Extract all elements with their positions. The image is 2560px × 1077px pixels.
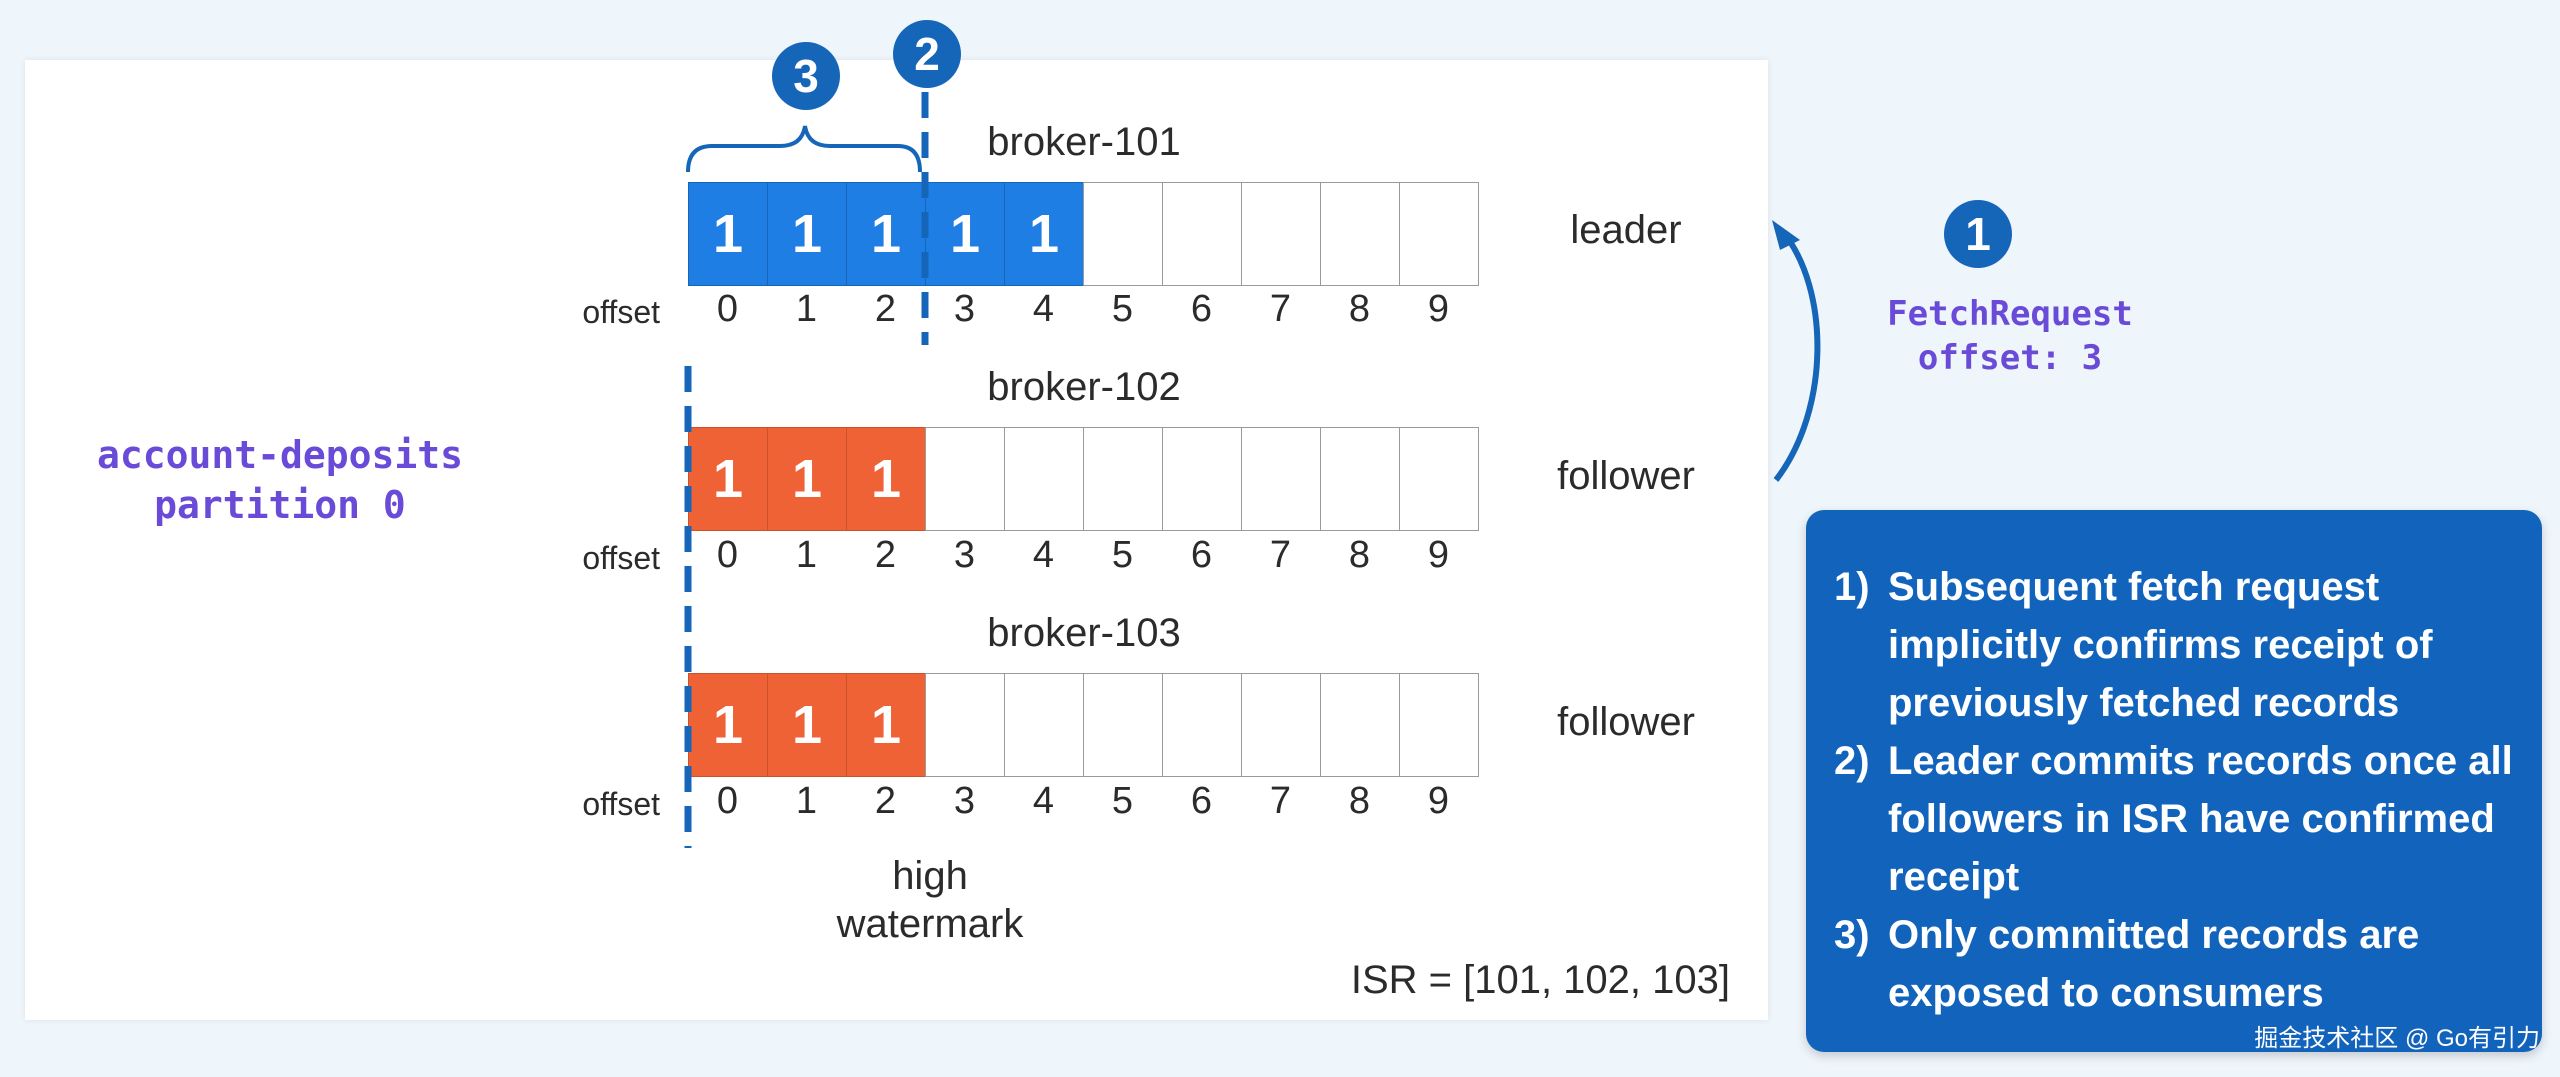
offset-value: 5 bbox=[1111, 288, 1134, 330]
offset-row-102: 0 1 2 3 4 5 6 7 8 9 bbox=[688, 534, 1478, 577]
note-number: 2) bbox=[1834, 739, 1870, 783]
offset-value: 3 bbox=[953, 288, 976, 330]
log-cell bbox=[1399, 182, 1479, 286]
offset-value: 0 bbox=[716, 780, 739, 822]
note-number: 3) bbox=[1834, 913, 1870, 957]
log-cell bbox=[1320, 673, 1400, 777]
log-cell: 1 bbox=[767, 673, 847, 777]
offset-value: 9 bbox=[1427, 288, 1450, 330]
offset-value: 1 bbox=[795, 534, 818, 576]
log-cell: 1 bbox=[688, 427, 768, 531]
arrow-head-icon bbox=[1772, 220, 1800, 250]
offset-value: 6 bbox=[1190, 780, 1213, 822]
offset-label-103: offset bbox=[582, 786, 660, 822]
offset-value: 3 bbox=[953, 780, 976, 822]
offset-value: 7 bbox=[1269, 534, 1292, 576]
step-badge-3: 3 bbox=[772, 42, 840, 110]
offset-label-102: offset bbox=[582, 540, 660, 576]
log-cell bbox=[1241, 427, 1321, 531]
offset-value: 2 bbox=[874, 780, 897, 822]
log-row-101: 1 1 1 1 1 bbox=[688, 182, 1479, 286]
step-badge-1: 1 bbox=[1944, 200, 2012, 268]
note-number: 1) bbox=[1834, 565, 1870, 609]
offset-value: 6 bbox=[1190, 534, 1213, 576]
log-cell bbox=[925, 427, 1005, 531]
high-watermark-label: high watermark bbox=[730, 852, 1130, 948]
fetched-records-brace bbox=[686, 125, 922, 173]
offset-value: 3 bbox=[953, 534, 976, 576]
topic-name: account-deposits bbox=[96, 433, 464, 477]
log-row-103: 1 1 1 bbox=[688, 673, 1479, 777]
note-text: Leader commits records once all follower… bbox=[1888, 739, 2513, 899]
log-cell bbox=[1399, 673, 1479, 777]
note-text: Subsequent fetch request implicitly conf… bbox=[1888, 565, 2433, 725]
log-cell bbox=[1083, 673, 1163, 777]
log-cell: 1 bbox=[688, 182, 768, 286]
offset-value: 9 bbox=[1427, 534, 1450, 576]
broker-name-101: broker-101 bbox=[987, 120, 1181, 164]
offset-value: 4 bbox=[1032, 780, 1055, 822]
offset-value: 1 bbox=[795, 288, 818, 330]
offset-value: 0 bbox=[716, 534, 739, 576]
offset-value: 5 bbox=[1111, 534, 1134, 576]
broker-name-102: broker-102 bbox=[987, 365, 1181, 409]
note-item: 2) Leader commits records once all follo… bbox=[1834, 732, 2516, 906]
topic-label: account-deposits partition 0 bbox=[60, 430, 500, 530]
log-cell bbox=[1320, 182, 1400, 286]
offset-value: 8 bbox=[1348, 534, 1371, 576]
note-text: Only committed records are exposed to co… bbox=[1888, 913, 2420, 1015]
log-cell bbox=[1241, 182, 1321, 286]
log-cell bbox=[1083, 427, 1163, 531]
offset-value: 4 bbox=[1032, 288, 1055, 330]
offset-label-101: offset bbox=[582, 294, 660, 330]
offset-value: 0 bbox=[716, 288, 739, 330]
fetch-request-title: FetchRequest bbox=[1887, 294, 2133, 334]
notes-panel: 1) Subsequent fetch request implicitly c… bbox=[1806, 510, 2542, 1052]
log-row-102: 1 1 1 bbox=[688, 427, 1479, 531]
log-cell bbox=[1162, 673, 1242, 777]
partition-name: partition 0 bbox=[154, 483, 406, 527]
offset-row-101: 0 1 2 3 4 5 6 7 8 9 bbox=[688, 288, 1478, 331]
source-watermark: 掘金技术社区 @ Go有引力 bbox=[2254, 1025, 2540, 1052]
log-cell: 1 bbox=[767, 427, 847, 531]
log-cell bbox=[1162, 182, 1242, 286]
offset-value: 4 bbox=[1032, 534, 1055, 576]
high-watermark-line2: watermark bbox=[836, 902, 1024, 946]
log-cell: 1 bbox=[846, 427, 926, 531]
broker-name-103: broker-103 bbox=[987, 611, 1181, 655]
offset-value: 2 bbox=[874, 534, 897, 576]
offset-value: 2 bbox=[874, 288, 897, 330]
offset-row-103: 0 1 2 3 4 5 6 7 8 9 bbox=[688, 780, 1478, 823]
offset-value: 8 bbox=[1348, 288, 1371, 330]
offset-value: 7 bbox=[1269, 780, 1292, 822]
log-cell bbox=[1004, 673, 1084, 777]
log-cell bbox=[1320, 427, 1400, 531]
fetch-request-arrow bbox=[1773, 230, 1821, 482]
log-cell bbox=[1004, 427, 1084, 531]
offset-value: 9 bbox=[1427, 780, 1450, 822]
broker-role-102: follower bbox=[1557, 454, 1695, 498]
offset-value: 6 bbox=[1190, 288, 1213, 330]
high-watermark-line1: high bbox=[892, 854, 968, 898]
note-item: 3) Only committed records are exposed to… bbox=[1834, 906, 2516, 1022]
log-cell bbox=[1399, 427, 1479, 531]
offset-value: 8 bbox=[1348, 780, 1371, 822]
log-cell: 1 bbox=[846, 673, 926, 777]
broker-role-101: leader bbox=[1570, 208, 1682, 252]
isr-label: ISR = [101, 102, 103] bbox=[1350, 958, 1730, 1002]
offset-value: 7 bbox=[1269, 288, 1292, 330]
log-cell: 1 bbox=[925, 182, 1005, 286]
offset-value: 5 bbox=[1111, 780, 1134, 822]
step-badge-2: 2 bbox=[893, 20, 961, 88]
broker-role-103: follower bbox=[1557, 700, 1695, 744]
fetch-request-offset: offset: 3 bbox=[1917, 338, 2103, 378]
offset-value: 1 bbox=[795, 780, 818, 822]
note-item: 1) Subsequent fetch request implicitly c… bbox=[1834, 558, 2516, 732]
fetch-request-label: FetchRequest offset: 3 bbox=[1820, 292, 2200, 380]
